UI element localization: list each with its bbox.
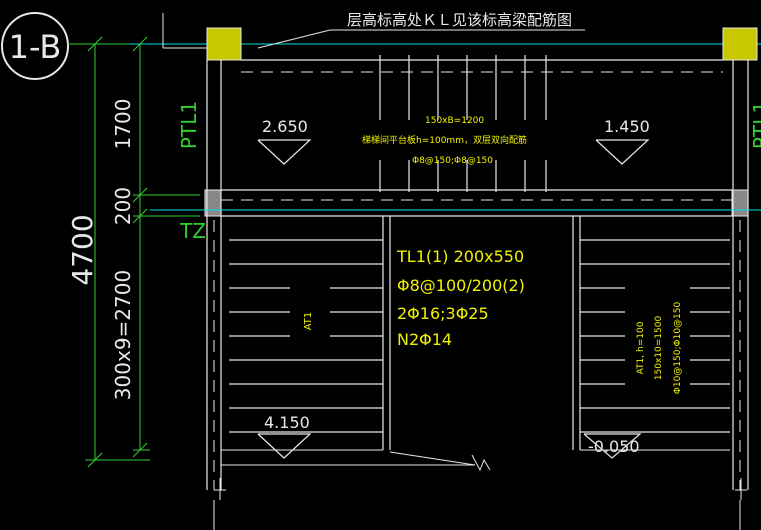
- stair-right-line3: Φ10@150;Φ10@150: [673, 301, 683, 394]
- landing-note-2: 梯梯间平台板h=100mm，双层双向配筋: [362, 134, 527, 146]
- top-note: 层高标高处ＫＬ见该标高梁配筋图: [162, 11, 585, 49]
- elevation-lower-left: 4.150: [264, 413, 310, 432]
- ptl-left-label: PTL1: [177, 101, 201, 149]
- stair-right-line1: AT1, h=100: [636, 321, 646, 374]
- stair-right-treads: [572, 216, 730, 450]
- landing-note-3: Φ8@150;Φ8@150: [412, 156, 493, 166]
- dimension-lines: [85, 36, 200, 468]
- beam-tl1-line4: N2Φ14: [397, 330, 452, 349]
- column-top-left: [206, 27, 242, 61]
- axis-bubble: 1-B: [1, 12, 69, 80]
- landing-note-1: 150xB=1200: [425, 116, 484, 126]
- wall-outlines: [206, 59, 749, 490]
- elevation-lower-right: -0.050: [588, 437, 640, 456]
- beam-dashed-lines: [213, 71, 741, 490]
- dim-lower-text: 300x9=2700: [111, 270, 135, 400]
- stair-left-treads: [229, 216, 391, 450]
- column-top-right: [722, 27, 758, 61]
- tz-label: TZ: [179, 219, 206, 243]
- axis-bubble-label: 1-B: [9, 28, 62, 66]
- elevation-upper-right: 1.450: [604, 117, 650, 136]
- landing-treads: [379, 55, 547, 192]
- elevation-upper-left: 2.650: [262, 117, 308, 136]
- column-mid-right: [731, 189, 749, 217]
- elevation-markers: [257, 139, 650, 459]
- ptl-right-label: PTL1: [749, 101, 761, 149]
- beam-tl1-line1: TL1(1) 200x550: [396, 247, 524, 266]
- dim-upper-text: 1700: [111, 99, 135, 150]
- bottom-lines: [213, 449, 747, 530]
- dim-total-text: 4700: [66, 214, 99, 285]
- top-note-text: 层高标高处ＫＬ见该标高梁配筋图: [347, 11, 572, 29]
- stair-right-line2: 150x10=1500: [654, 316, 664, 381]
- beam-tl1-line3: 2Φ16;3Φ25: [397, 304, 489, 323]
- beam-tl1-line2: Φ8@100/200(2): [397, 276, 525, 295]
- stair-left-label: AT1: [303, 312, 314, 331]
- dim-middle-text: 200: [111, 187, 135, 225]
